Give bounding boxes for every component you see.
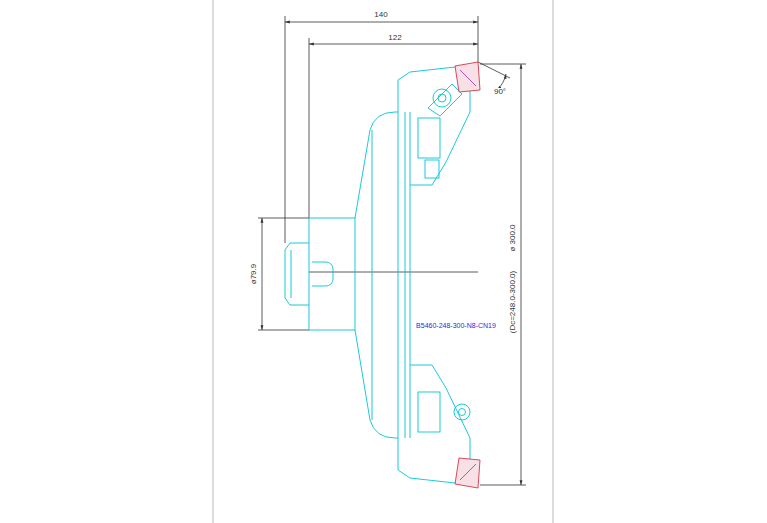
diameter-value: ø79.9: [250, 263, 258, 285]
dimension-value: 122: [387, 34, 402, 42]
cutter-body: [355, 275, 480, 488]
diameter-value: ø 300.0: [509, 223, 517, 252]
dimension-value: 140: [373, 11, 388, 19]
page-frame: [213, 0, 214, 523]
shank: [285, 218, 355, 330]
dimension-lines: [258, 16, 526, 485]
part-number: B5460-248-300-N8-CN19: [415, 322, 497, 329]
diameter-range: (Dc=248.0-300.0): [509, 270, 517, 334]
cutter-body: [355, 62, 480, 275]
page-frame: [553, 0, 554, 523]
angle-value: 90°: [493, 88, 507, 96]
